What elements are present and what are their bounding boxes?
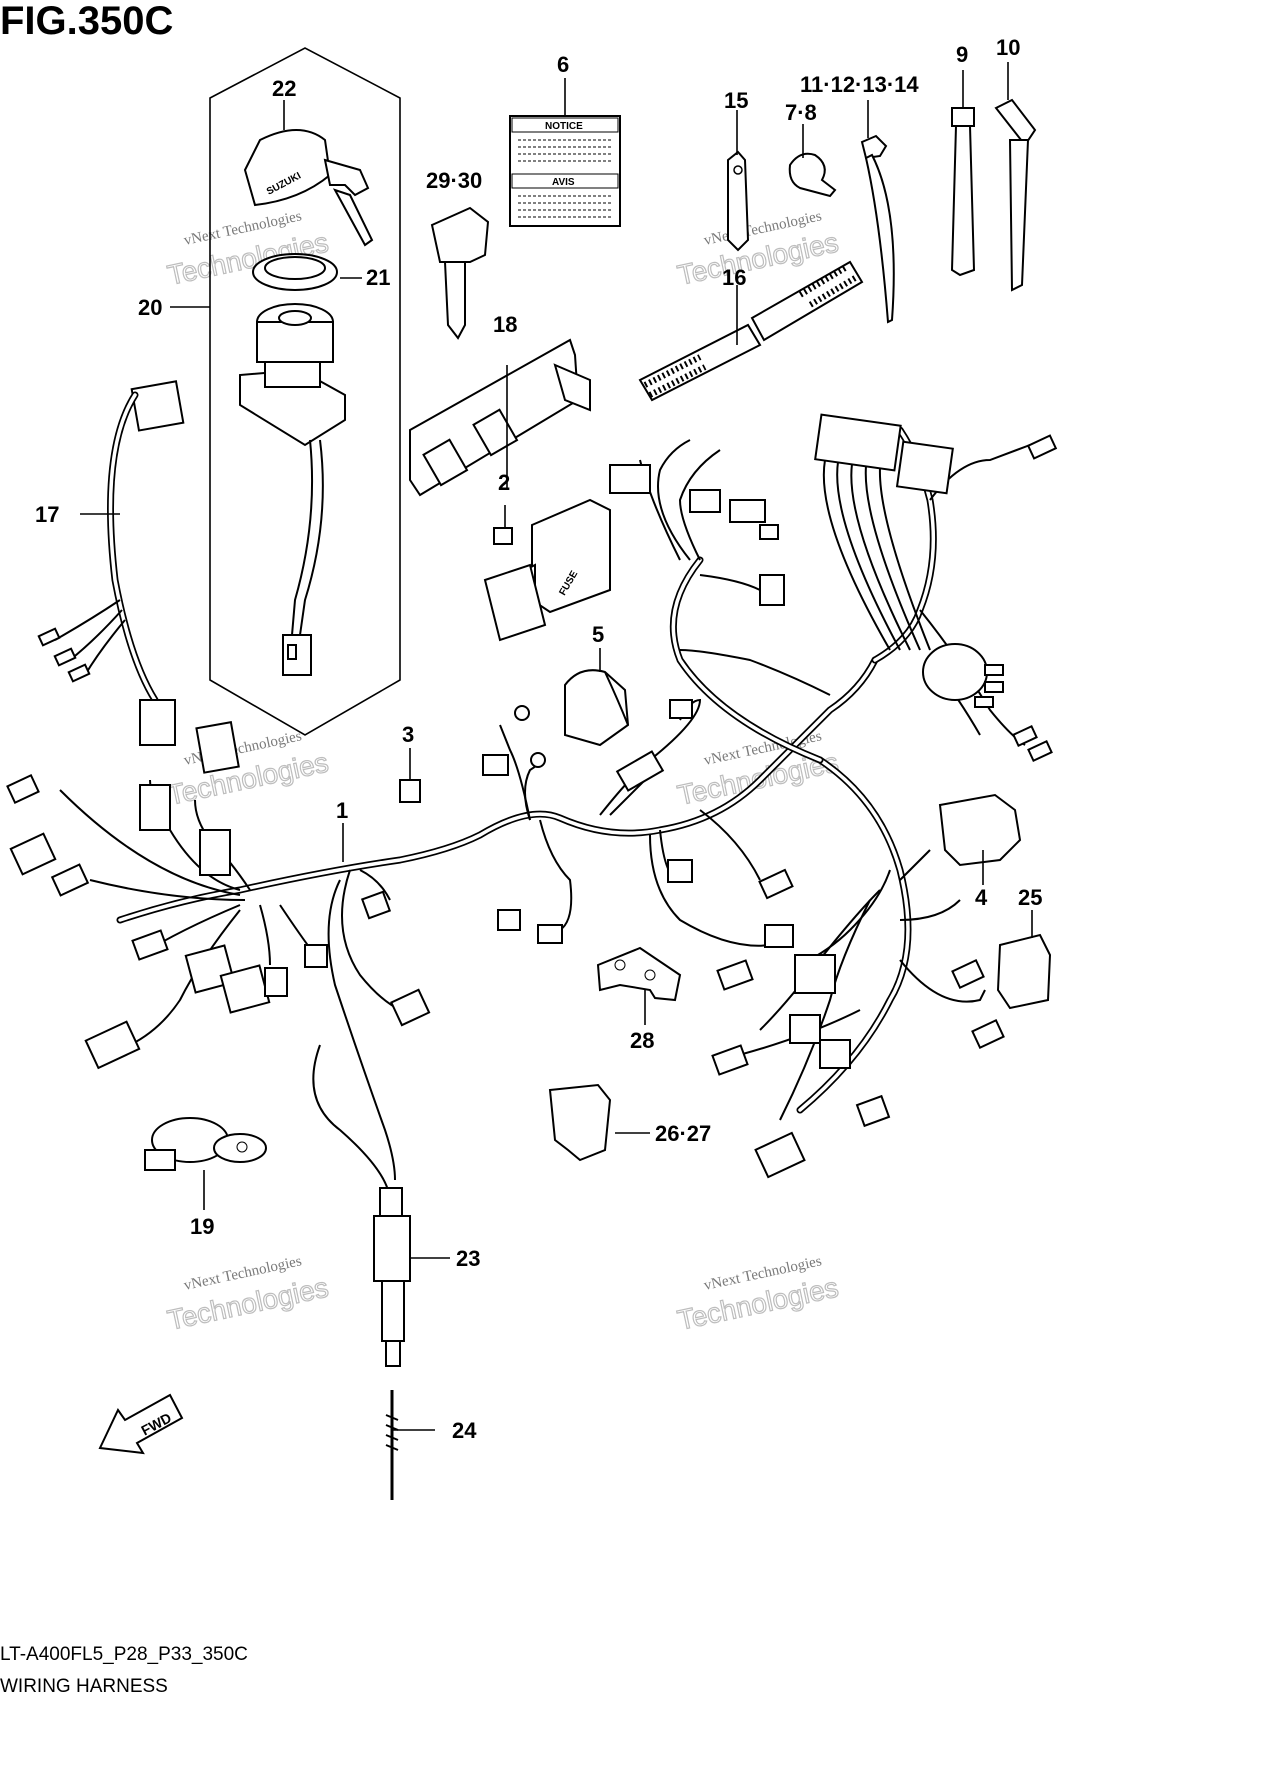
part-17-sub-harness [37,380,185,746]
part-24-pin [385,1390,399,1500]
callout-11-14: 11·12·13·14 [800,72,919,97]
callout-28: 28 [630,1028,654,1053]
callout-21: 21 [366,265,390,290]
callout-24: 24 [452,1418,477,1443]
callout-9: 9 [956,42,968,67]
part-5-rubber-boot [564,669,630,747]
callout-15: 15 [724,88,748,113]
part-3-relay [399,779,421,803]
part-25-relay [996,933,1052,1010]
part-7-8-clamp [788,152,837,198]
part-2-fuse [493,527,513,545]
part-19-sensor [144,1117,267,1171]
part-9-band [950,107,976,277]
callout-3: 3 [402,722,414,747]
callout-26-27: 26·27 [655,1121,711,1146]
callout-4: 4 [975,885,988,910]
figure-title: FIG.350C [0,0,173,43]
callout-17: 17 [35,502,59,527]
part-10-band [994,98,1037,292]
callout-18: 18 [493,312,517,337]
part-26-27-relay [548,1083,612,1162]
part-20-ignition-switch [239,303,346,676]
part-11-14-cable-tie [860,134,895,324]
part-15-clamp [727,150,750,252]
callout-6: 6 [557,52,569,77]
part-29-30-blank-key [430,206,490,340]
fwd-arrow-icon: FWD [98,1393,184,1455]
part-22-ignition-key: SUZUKI [243,129,374,247]
callouts: 22 21 20 17 29·30 6 15 7·8 11·12·13·14 9… [35,35,1042,1443]
ignition-switch-group-box [209,47,401,736]
model-code: LT-A400FL5_P28_P33_350C [0,1644,248,1665]
callout-25: 25 [1018,885,1042,910]
callout-20: 20 [138,295,162,320]
callout-1: 1 [336,798,348,823]
avis-label-text: AVIS [552,177,575,188]
part-4-cover [938,793,1022,867]
notice-label-text: NOTICE [545,121,583,132]
callout-23: 23 [456,1246,480,1271]
callout-22: 22 [272,76,296,101]
callout-7-8: 7·8 [785,100,817,125]
section-name: WIRING HARNESS [0,1676,168,1697]
fuse-box: FUSE [483,498,611,642]
callout-29-30: 29·30 [426,168,482,193]
callout-5: 5 [592,622,604,647]
harness-connectors [6,413,1058,1179]
part-23-sensor [312,1044,411,1367]
callout-10: 10 [996,35,1020,60]
part-16-protector-tube [638,260,864,402]
part-28-plate [596,946,682,1002]
callout-2: 2 [498,470,510,495]
part-6-notice-label: NOTICE AVIS [509,115,621,227]
leader-lines [80,62,1033,1431]
part-21-switch-nut [252,253,338,291]
part-18-bracket [409,338,591,497]
callout-19: 19 [190,1214,214,1239]
callout-16: 16 [722,265,746,290]
